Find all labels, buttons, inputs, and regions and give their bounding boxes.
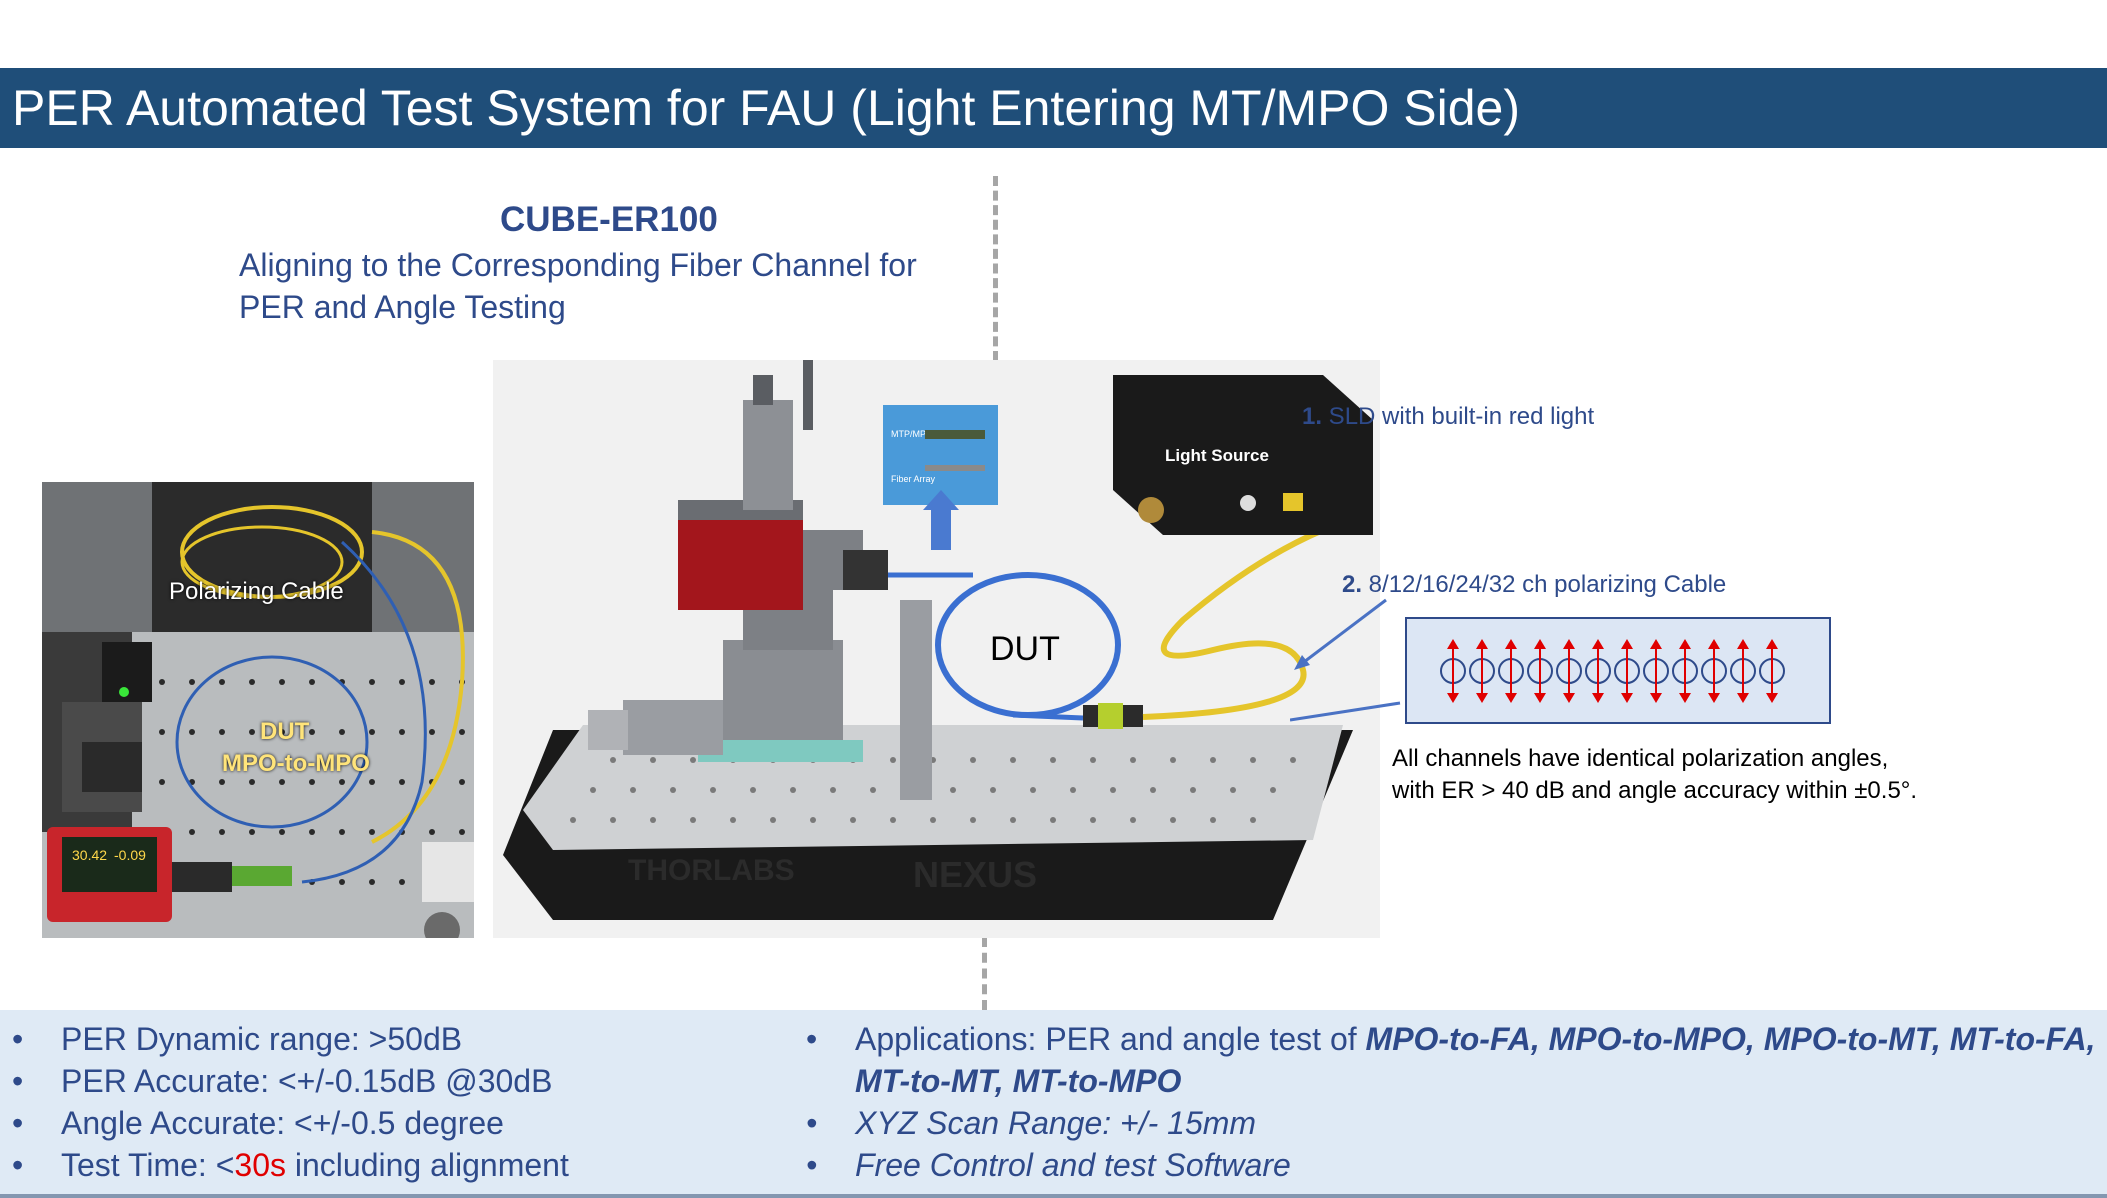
system-render: THORLABS NEXUS MTP/MPO Fiber Array <box>493 360 1380 938</box>
spec-per-dynamic-range: PER Dynamic range: >50dB <box>12 1018 569 1060</box>
specs-left-list: PER Dynamic range: >50dB PER Accurate: <… <box>12 1018 569 1186</box>
section-divider-lower <box>982 937 987 1010</box>
spec-test-time: Test Time: <30s including alignment <box>12 1144 569 1186</box>
spec-applications: Applications: PER and angle test of MPO-… <box>806 1018 2095 1060</box>
svg-text:30.42: 30.42 <box>72 847 107 863</box>
spec-software: Free Control and test Software <box>806 1144 2095 1186</box>
lab-photo-illustration: 30.42 -0.09 <box>42 482 474 938</box>
section-divider <box>993 176 998 361</box>
spec-applications-continued: MT-to-MT, MT-to-MPO <box>806 1060 2095 1102</box>
product-name: CUBE-ER100 <box>500 200 718 239</box>
polarization-channels-illustration <box>1440 639 1785 703</box>
spec-scan-range: XYZ Scan Range: +/- 15mm <box>806 1102 2095 1144</box>
svg-text:Fiber Array: Fiber Array <box>891 474 936 484</box>
specs-panel: PER Dynamic range: >50dB PER Accurate: <… <box>0 1010 2107 1194</box>
svg-text:NEXUS: NEXUS <box>913 854 1037 895</box>
spec-applications-list-2: MT-to-MT, MT-to-MPO <box>855 1063 1182 1099</box>
channel-note: All channels have identical polarization… <box>1392 743 1917 807</box>
svg-text:THORLABS: THORLABS <box>628 854 795 887</box>
annotation-cable: 2. 8/12/16/24/32 ch polarizing Cable <box>1342 571 1726 599</box>
spec-applications-list-1: MPO-to-FA, MPO-to-MPO, MPO-to-MT, MT-to-… <box>1365 1021 2096 1057</box>
bottom-rule <box>0 1194 2107 1198</box>
photo-dut-label: DUT <box>260 718 310 745</box>
spec-applications-label: Applications: PER and angle test of <box>855 1021 1366 1057</box>
specs-right-list: Applications: PER and angle test of MPO-… <box>806 1018 2095 1186</box>
channel-note-line-1: All channels have identical polarization… <box>1392 745 1889 772</box>
spec-angle-accuracy: Angle Accurate: <+/-0.5 degree <box>12 1102 569 1144</box>
polarizing-cable-label: Polarizing Cable <box>169 578 344 605</box>
channel-polarization-diagram <box>1405 617 1831 724</box>
lab-setup-photo: 30.42 -0.09 Polarizing Cable DUT MPO-to-… <box>42 482 474 938</box>
svg-text:-0.09: -0.09 <box>114 847 146 863</box>
channel-note-line-2: with ER > 40 dB and angle accuracy withi… <box>1392 777 1918 804</box>
spec-test-time-suffix: including alignment <box>285 1147 569 1183</box>
slide-title: PER Automated Test System for FAU (Light… <box>0 68 2107 148</box>
callout-arrows <box>1290 598 1401 722</box>
render-dut-label: DUT <box>990 630 1060 668</box>
svg-text:MTP/MPO: MTP/MPO <box>891 429 933 439</box>
svg-text:Light Source: Light Source <box>1165 446 1269 465</box>
spec-test-time-value: 30s <box>234 1147 286 1183</box>
spec-test-time-prefix: Test Time: < <box>61 1147 235 1183</box>
photo-dut-type-label: MPO-to-MPO <box>222 750 370 777</box>
annotation-sld-number: 1. <box>1302 403 1323 430</box>
spec-per-accuracy: PER Accurate: <+/-0.15dB @30dB <box>12 1060 569 1102</box>
product-description: Aligning to the Corresponding Fiber Chan… <box>239 247 917 325</box>
annotation-cable-number: 2. <box>1342 571 1363 598</box>
system-render-illustration: THORLABS NEXUS MTP/MPO Fiber Array <box>493 360 1380 938</box>
annotation-cable-text: 8/12/16/24/32 ch polarizing Cable <box>1362 571 1727 598</box>
annotation-sld-text: SLD with built-in red light <box>1322 403 1595 430</box>
annotation-sld: 1. SLD with built-in red light <box>1302 403 1594 431</box>
